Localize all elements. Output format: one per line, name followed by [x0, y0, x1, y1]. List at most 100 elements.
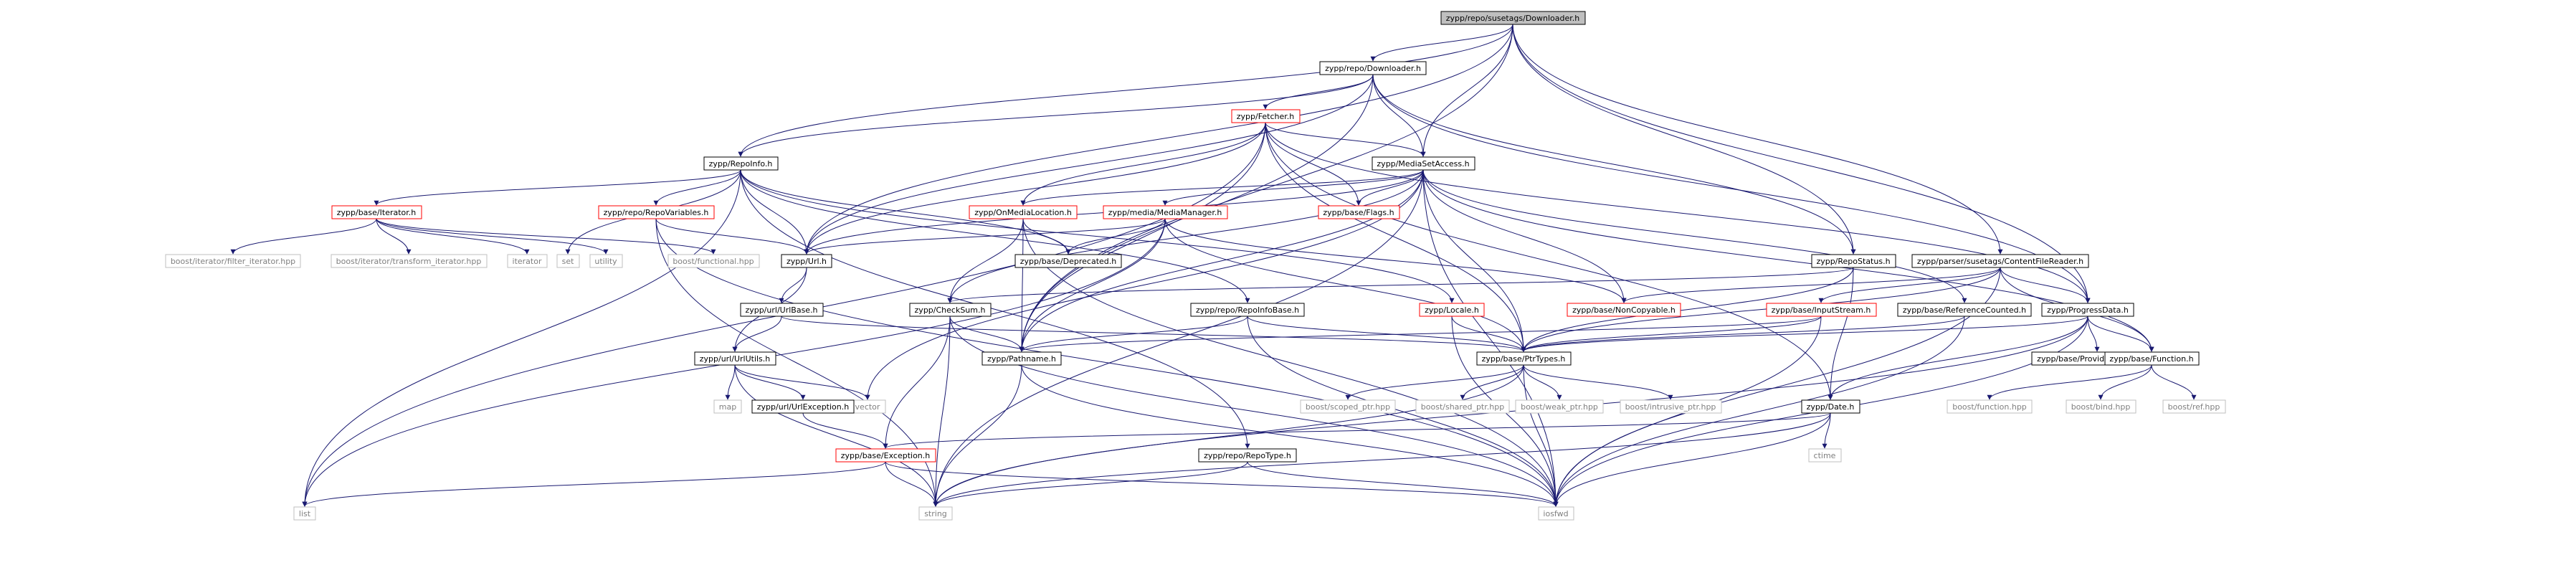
edge-url-to-urlbase — [779, 267, 807, 303]
node-box — [165, 254, 301, 268]
node-box — [1103, 205, 1228, 219]
edge-repotype-to-iosfwd — [1247, 461, 1559, 507]
node-label: zypp/RepoStatus.h — [1816, 257, 1890, 266]
node-box — [1318, 205, 1400, 219]
node-refcounted[interactable]: zypp/base/ReferenceCounted.h — [1897, 303, 2032, 317]
edge-biter-to-filteriter — [230, 218, 377, 255]
node-checksum[interactable]: zypp/CheckSum.h — [909, 303, 992, 317]
node-fetcher[interactable]: zypp/Fetcher.h — [1231, 109, 1301, 123]
edge-repoinfo-to-biter — [374, 169, 741, 206]
node-box — [751, 399, 855, 414]
node-transiter: boost/iterator/transform_iterator.hpp — [331, 254, 488, 268]
edge-root-to-dl — [1370, 24, 1513, 62]
node-label: boost/intrusive_ptr.hpp — [1625, 402, 1716, 412]
node-urlbase[interactable]: zypp/url/UrlBase.h — [740, 303, 824, 317]
node-label: ctime — [1814, 451, 1836, 460]
node-iterator: iterator — [507, 254, 548, 268]
node-label: zypp/repo/RepoVariables.h — [604, 208, 709, 217]
node-label: string — [924, 509, 947, 518]
node-box — [1300, 399, 1396, 414]
node-inputstream[interactable]: zypp/base/InputStream.h — [1766, 303, 1877, 317]
edge-mediamgr-to-pathname — [1019, 218, 1166, 352]
edge-onmedia-to-iosfwd — [1022, 218, 1559, 507]
edge-onmedia-to-checksum — [947, 218, 1024, 303]
node-flags[interactable]: zypp/base/Flags.h — [1318, 205, 1400, 219]
edge-fetcher-to-ptrtypes — [1265, 122, 1526, 352]
node-label: zypp/ProgressData.h — [2047, 305, 2129, 315]
node-repovars[interactable]: zypp/repo/RepoVariables.h — [598, 205, 715, 219]
edge-urlbase-to-urlutils — [732, 316, 782, 352]
node-repotype[interactable]: zypp/repo/RepoType.h — [1198, 448, 1297, 463]
node-dl[interactable]: zypp/repo/Downloader.h — [1319, 61, 1427, 75]
node-mediamgr[interactable]: zypp/media/MediaManager.h — [1103, 205, 1228, 219]
edge-cfr-to-noncopy — [1621, 267, 2001, 303]
edge-refcounted-to-ptrtypes — [1521, 316, 1965, 352]
edge-progress-to-date — [1828, 316, 2088, 400]
node-label: zypp/repo/RepoInfoBase.h — [1196, 305, 1299, 315]
node-cfr[interactable]: zypp/parser/susetags/ContentFileReader.h — [1911, 254, 2089, 268]
node-msa[interactable]: zypp/MediaSetAccess.h — [1372, 156, 1475, 171]
node-box — [1415, 399, 1510, 414]
edge-repoinfo-to-repovars — [653, 169, 741, 206]
node-progress[interactable]: zypp/ProgressData.h — [2041, 303, 2134, 317]
node-label: boost/ref.hpp — [2168, 402, 2220, 412]
edge-date-to-exception — [883, 412, 1831, 449]
node-onmedia[interactable]: zypp/OnMediaLocation.h — [969, 205, 1078, 219]
edge-urlutils-to-map — [725, 364, 736, 400]
node-box — [982, 351, 1062, 366]
node-box — [703, 156, 779, 171]
node-label: zypp/repo/susetags/Downloader.h — [1446, 14, 1580, 23]
node-label: zypp/url/UrlException.h — [757, 402, 849, 412]
node-label: zypp/base/Iterator.h — [337, 208, 417, 217]
edge-fetcher-to-date — [1265, 122, 1833, 400]
node-deprecated[interactable]: zypp/base/Deprecated.h — [1014, 254, 1122, 268]
edge-msa-to-pathname — [1019, 169, 1424, 352]
node-ptrtypes[interactable]: zypp/base/PtrTypes.h — [1476, 351, 1572, 366]
edge-repostatus-to-ptrtypes — [1521, 267, 1854, 352]
edge-urlbase-to-ptrtypes — [781, 316, 1526, 352]
node-label: zypp/OnMediaLocation.h — [974, 208, 1072, 217]
node-function[interactable]: zypp/base/Function.h — [2104, 351, 2200, 366]
edge-root-to-pathname — [1019, 24, 1513, 352]
edge-root-to-msa — [1420, 24, 1513, 157]
node-label: zypp/RepoInfo.h — [709, 159, 773, 169]
edge-repoinfobase-to-iosfwd — [1247, 316, 1559, 507]
node-box — [1808, 448, 1842, 463]
node-label: boost/shared_ptr.hpp — [1421, 402, 1504, 412]
node-repoinfo[interactable]: zypp/RepoInfo.h — [703, 156, 779, 171]
node-box — [556, 254, 580, 268]
node-noncopy[interactable]: zypp/base/NonCopyable.h — [1567, 303, 1681, 317]
node-label: vector — [855, 402, 880, 412]
node-locale[interactable]: zypp/Locale.h — [1419, 303, 1485, 317]
node-biter[interactable]: zypp/base/Iterator.h — [331, 205, 422, 219]
node-exception[interactable]: zypp/base/Exception.h — [835, 448, 936, 463]
node-urlexc[interactable]: zypp/url/UrlException.h — [751, 399, 855, 414]
node-label: zypp/Locale.h — [1425, 305, 1479, 315]
node-bref: boost/ref.hpp — [2162, 399, 2226, 414]
node-box — [1766, 303, 1877, 317]
node-box — [1567, 303, 1681, 317]
node-label: zypp/Url.h — [786, 257, 827, 266]
node-url[interactable]: zypp/Url.h — [781, 254, 832, 268]
edge-date-to-ctime — [1822, 412, 1831, 449]
edge-exception-to-string — [885, 461, 938, 507]
node-repostatus[interactable]: zypp/RepoStatus.h — [1811, 254, 1896, 268]
node-urlutils[interactable]: zypp/url/UrlUtils.h — [694, 351, 776, 366]
node-date[interactable]: zypp/Date.h — [1801, 399, 1860, 414]
node-box — [1811, 254, 1896, 268]
node-label: boost/bind.hpp — [2071, 402, 2131, 412]
edge-fetcher-to-pathname — [1019, 122, 1266, 352]
edge-repostatus-to-date — [1828, 267, 1854, 400]
node-pathname[interactable]: zypp/Pathname.h — [982, 351, 1062, 366]
edge-fetcher-to-onmedia — [1020, 122, 1266, 206]
node-box — [1231, 109, 1301, 123]
node-bfunctional: boost/functional.hpp — [667, 254, 760, 268]
node-root[interactable]: zypp/repo/susetags/Downloader.h — [1440, 11, 1586, 25]
node-label: zypp/base/Flags.h — [1323, 208, 1394, 217]
edge-inputstream-to-ptrtypes — [1521, 316, 1822, 352]
edge-ptrtypes-to-iosfwd — [1523, 364, 1559, 507]
node-repoinfobase[interactable]: zypp/repo/RepoInfoBase.h — [1190, 303, 1305, 317]
edge-exception-to-iosfwd — [885, 461, 1559, 507]
node-box — [713, 399, 742, 414]
edge-ptrtypes-to-weakptr — [1523, 364, 1562, 400]
